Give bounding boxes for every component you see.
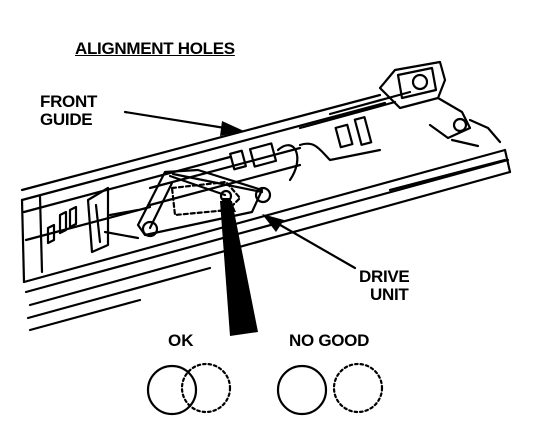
front-guide-label-line2: GUIDE [40,109,93,129]
front-guide-label: FRONT GUIDE [40,93,97,129]
drive-unit [378,60,502,148]
diagram-title: ALIGNMENT HOLES [75,39,235,58]
detail-callout-wedge [220,201,258,336]
front-guide-label-line1: FRONT [40,92,98,111]
drive-unit-label-line1: DRIVE [359,267,410,286]
drive-unit-label: DRIVE UNIT [359,267,410,304]
no-good-label: NO GOOD [289,331,370,350]
drive-unit-arrow [273,220,357,270]
alignment-holes-leader-lines [168,172,264,197]
ok-label: OK [168,331,194,350]
front-guide-arrowhead [220,121,244,136]
no-good-circles [276,362,384,416]
detail-callout-tip [220,198,236,212]
front-guide [46,116,382,254]
drive-unit-arrowhead [262,214,284,232]
drive-unit-label-line2: UNIT [370,284,409,304]
front-guide-arrow [123,110,227,130]
ok-circles [146,362,232,416]
